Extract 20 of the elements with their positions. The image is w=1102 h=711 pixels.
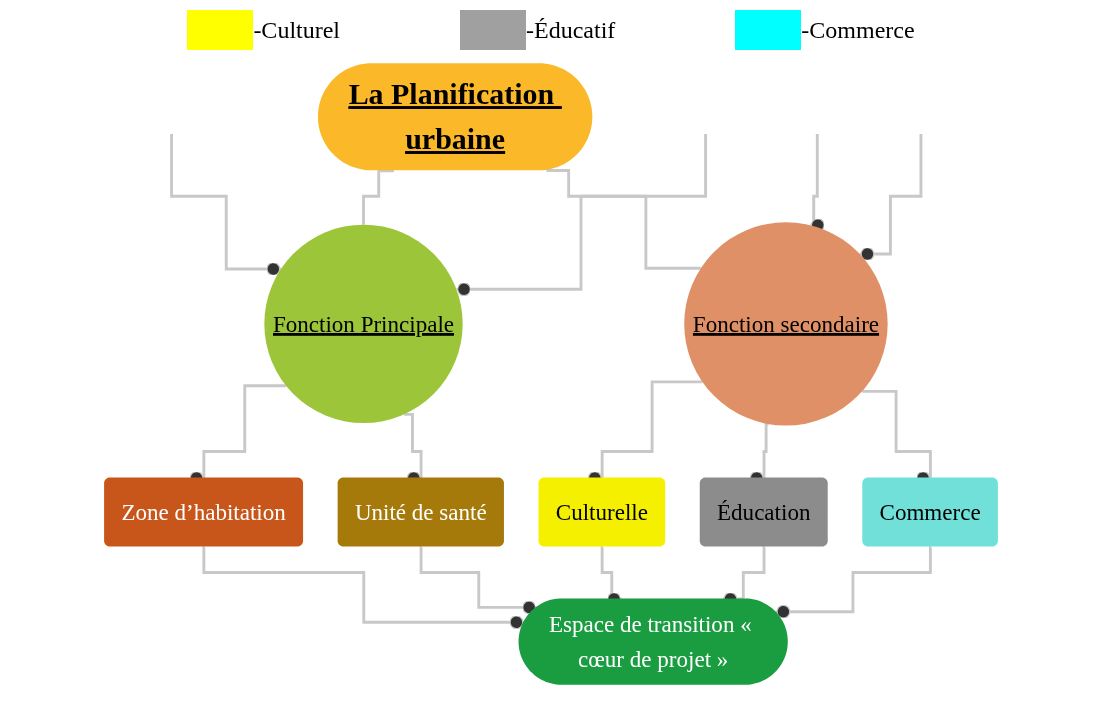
node-box: Zone d’habitation (104, 477, 304, 547)
connector (419, 545, 537, 615)
connector (362, 169, 394, 227)
connector (859, 132, 923, 261)
connector (546, 169, 701, 270)
node-box: Culturelle (538, 477, 666, 547)
node-box: Éducation (699, 477, 828, 547)
node-box: Commerce (862, 477, 998, 547)
legend-label: -Culturel (253, 16, 341, 44)
connector (170, 132, 281, 276)
legend-label: -Éducatif (526, 16, 616, 44)
node-circle: Fonction Principale (264, 224, 463, 424)
connector (775, 545, 933, 619)
node-box: Unité de santé (337, 477, 504, 547)
node-circle: Fonction secondaire (684, 222, 888, 426)
node-box: La Planification urbaine (317, 63, 593, 171)
connector (202, 545, 524, 630)
legend-label: -Commerce (801, 16, 915, 44)
connector (456, 132, 708, 297)
node-box: Espace de transition « cœur de projet » (518, 598, 788, 685)
